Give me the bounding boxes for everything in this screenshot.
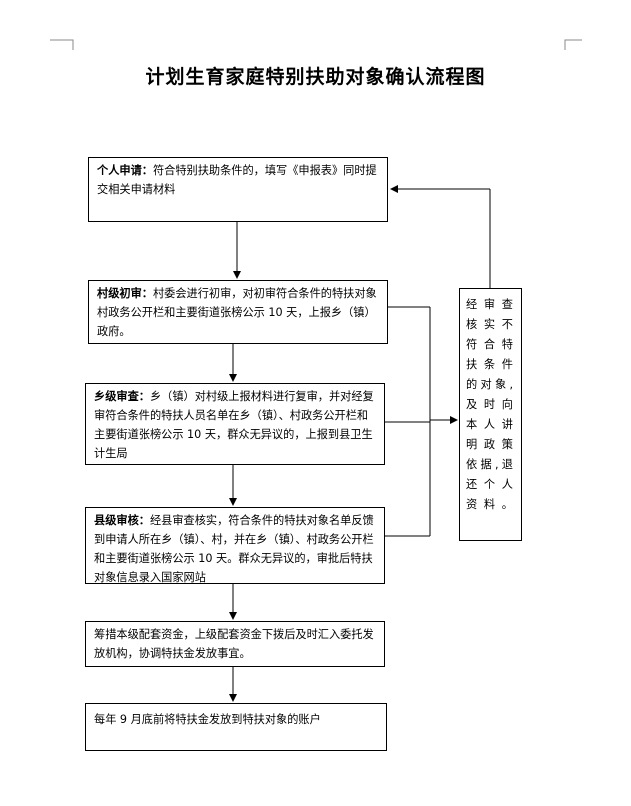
step-label: 个人申请： bbox=[97, 164, 153, 177]
step-label: 县级审核： bbox=[94, 514, 150, 527]
step-township-review: 乡级审查：乡（镇）对村级上报材料进行复审，并对经复审符合条件的特扶人员名单在乡（… bbox=[85, 383, 385, 465]
rejection-note-line: 核实不 bbox=[466, 318, 515, 331]
step-fund-disbursement: 每年 9 月底前将特扶金发放到特扶对象的账户 bbox=[85, 703, 387, 751]
rejection-note-line: 本人讲 bbox=[466, 418, 515, 431]
rejection-note-box: 经审查 核实不 符合特 扶条件 的对象, 及时向 本人讲 明政策 依据,退 还个… bbox=[459, 288, 522, 541]
step-text: 每年 9 月底前将特扶金发放到特扶对象的账户 bbox=[94, 713, 321, 726]
rejection-note-line: 还个人 bbox=[466, 478, 515, 491]
step-text: 符合特别扶助条件的，填写《申报表》同时提交相关申请材料 bbox=[97, 164, 377, 196]
rejection-note-line: 及时向 bbox=[466, 398, 515, 411]
step-label: 乡级审查： bbox=[94, 390, 150, 403]
step-village-review: 村级初审：村委会进行初审，对初审符合条件的特扶对象村政务公开栏和主要街道张榜公示… bbox=[88, 280, 388, 344]
rejection-note-line: 依据,退 bbox=[466, 458, 515, 471]
step-fund-raising: 筹措本级配套资金，上级配套资金下拨后及时汇入委托发放机构，协调特扶金发放事宜。 bbox=[85, 621, 385, 667]
rejection-note-line: 符合特 bbox=[466, 338, 515, 351]
rejection-note-line: 扶条件 bbox=[466, 358, 515, 371]
page-title: 计划生育家庭特别扶助对象确认流程图 bbox=[145, 66, 486, 88]
step-text: 村委会进行初审，对初审符合条件的特扶对象村政务公开栏和主要街道张榜公示 10 天… bbox=[97, 287, 377, 338]
rejection-note-line: 明政策 bbox=[466, 438, 515, 451]
step-text: 经县审查核实，符合条件的特扶对象名单反馈到申请人所在乡（镇）、村，并在乡（镇）、… bbox=[94, 514, 374, 584]
rejection-note-line: 经审查 bbox=[466, 298, 515, 311]
step-county-verification: 县级审核：经县审查核实，符合条件的特扶对象名单反馈到申请人所在乡（镇）、村，并在… bbox=[85, 507, 385, 584]
step-label: 村级初审： bbox=[97, 287, 153, 300]
rejection-note-line: 的对象, bbox=[466, 378, 515, 391]
step-text: 筹措本级配套资金，上级配套资金下拨后及时汇入委托发放机构，协调特扶金发放事宜。 bbox=[94, 628, 374, 660]
rejection-note-line: 资料。 bbox=[466, 498, 515, 511]
step-personal-application: 个人申请：符合特别扶助条件的，填写《申报表》同时提交相关申请材料 bbox=[88, 157, 388, 222]
step-text: 乡（镇）对村级上报材料进行复审，并对经复审符合条件的特扶人员名单在乡（镇）、村政… bbox=[94, 390, 374, 460]
